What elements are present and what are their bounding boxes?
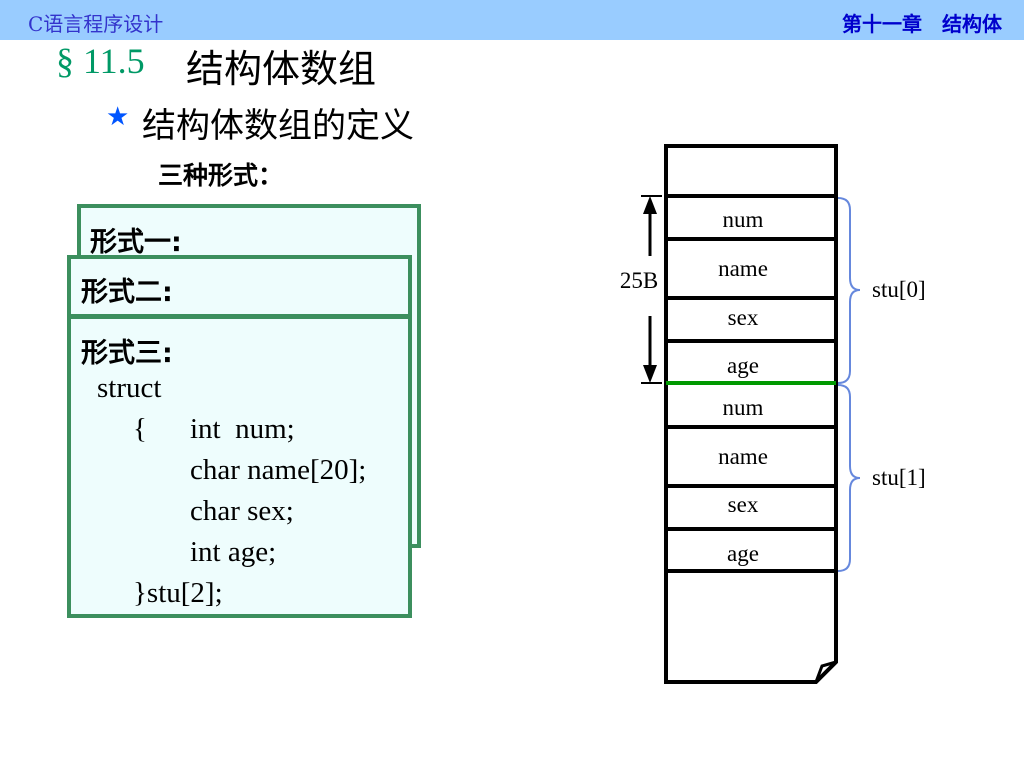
code-line-char-sex: char sex;: [190, 495, 294, 527]
field-label: sex: [728, 305, 759, 330]
field-label: sex: [728, 492, 759, 517]
code-line-closing: }stu[2];: [133, 577, 223, 609]
code-line-char-name: char name[20];: [190, 454, 367, 486]
chapter-title: 第十一章 结构体: [842, 12, 1002, 36]
section-title: 结构体数组: [186, 47, 377, 91]
bullet-text: 结构体数组的定义: [142, 106, 414, 146]
star-icon: ★: [106, 102, 130, 132]
field-label: num: [723, 395, 764, 420]
form3-card: 形式三: struct { int num; char name[20]; ch…: [67, 316, 412, 618]
header-bar: C语言程序设计 第十一章 结构体: [0, 0, 1024, 40]
course-title: C语言程序设计: [28, 12, 164, 36]
size-label: 25B: [620, 268, 658, 293]
form2-card: 形式二:: [67, 255, 412, 317]
form1-label: 形式一:: [90, 227, 182, 258]
field-label: name: [718, 444, 768, 469]
field-label: age: [727, 353, 759, 378]
code-line-brace-open: {: [133, 413, 147, 445]
form2-label: 形式二:: [81, 277, 173, 308]
code-line-struct: struct: [97, 372, 162, 404]
memory-box: [664, 144, 838, 684]
brace-stu0: [837, 197, 861, 384]
field-label: num: [723, 207, 764, 232]
arrow-down-icon: [643, 365, 657, 383]
field-label: name: [718, 256, 768, 281]
code-line-int-num: int num;: [190, 413, 295, 445]
subheading: 三种形式：: [158, 161, 284, 190]
field-label: age: [727, 541, 759, 566]
section-number: § 11.5: [56, 41, 145, 81]
memory-box-fold: [814, 660, 837, 683]
form3-label: 形式三:: [81, 338, 173, 369]
group-label-stu0: stu[0]: [872, 277, 926, 302]
arrow-up-icon: [643, 196, 657, 214]
code-line-int-age: int age;: [190, 536, 277, 568]
group-label-stu1: stu[1]: [872, 465, 926, 490]
brace-stu1: [837, 384, 861, 572]
